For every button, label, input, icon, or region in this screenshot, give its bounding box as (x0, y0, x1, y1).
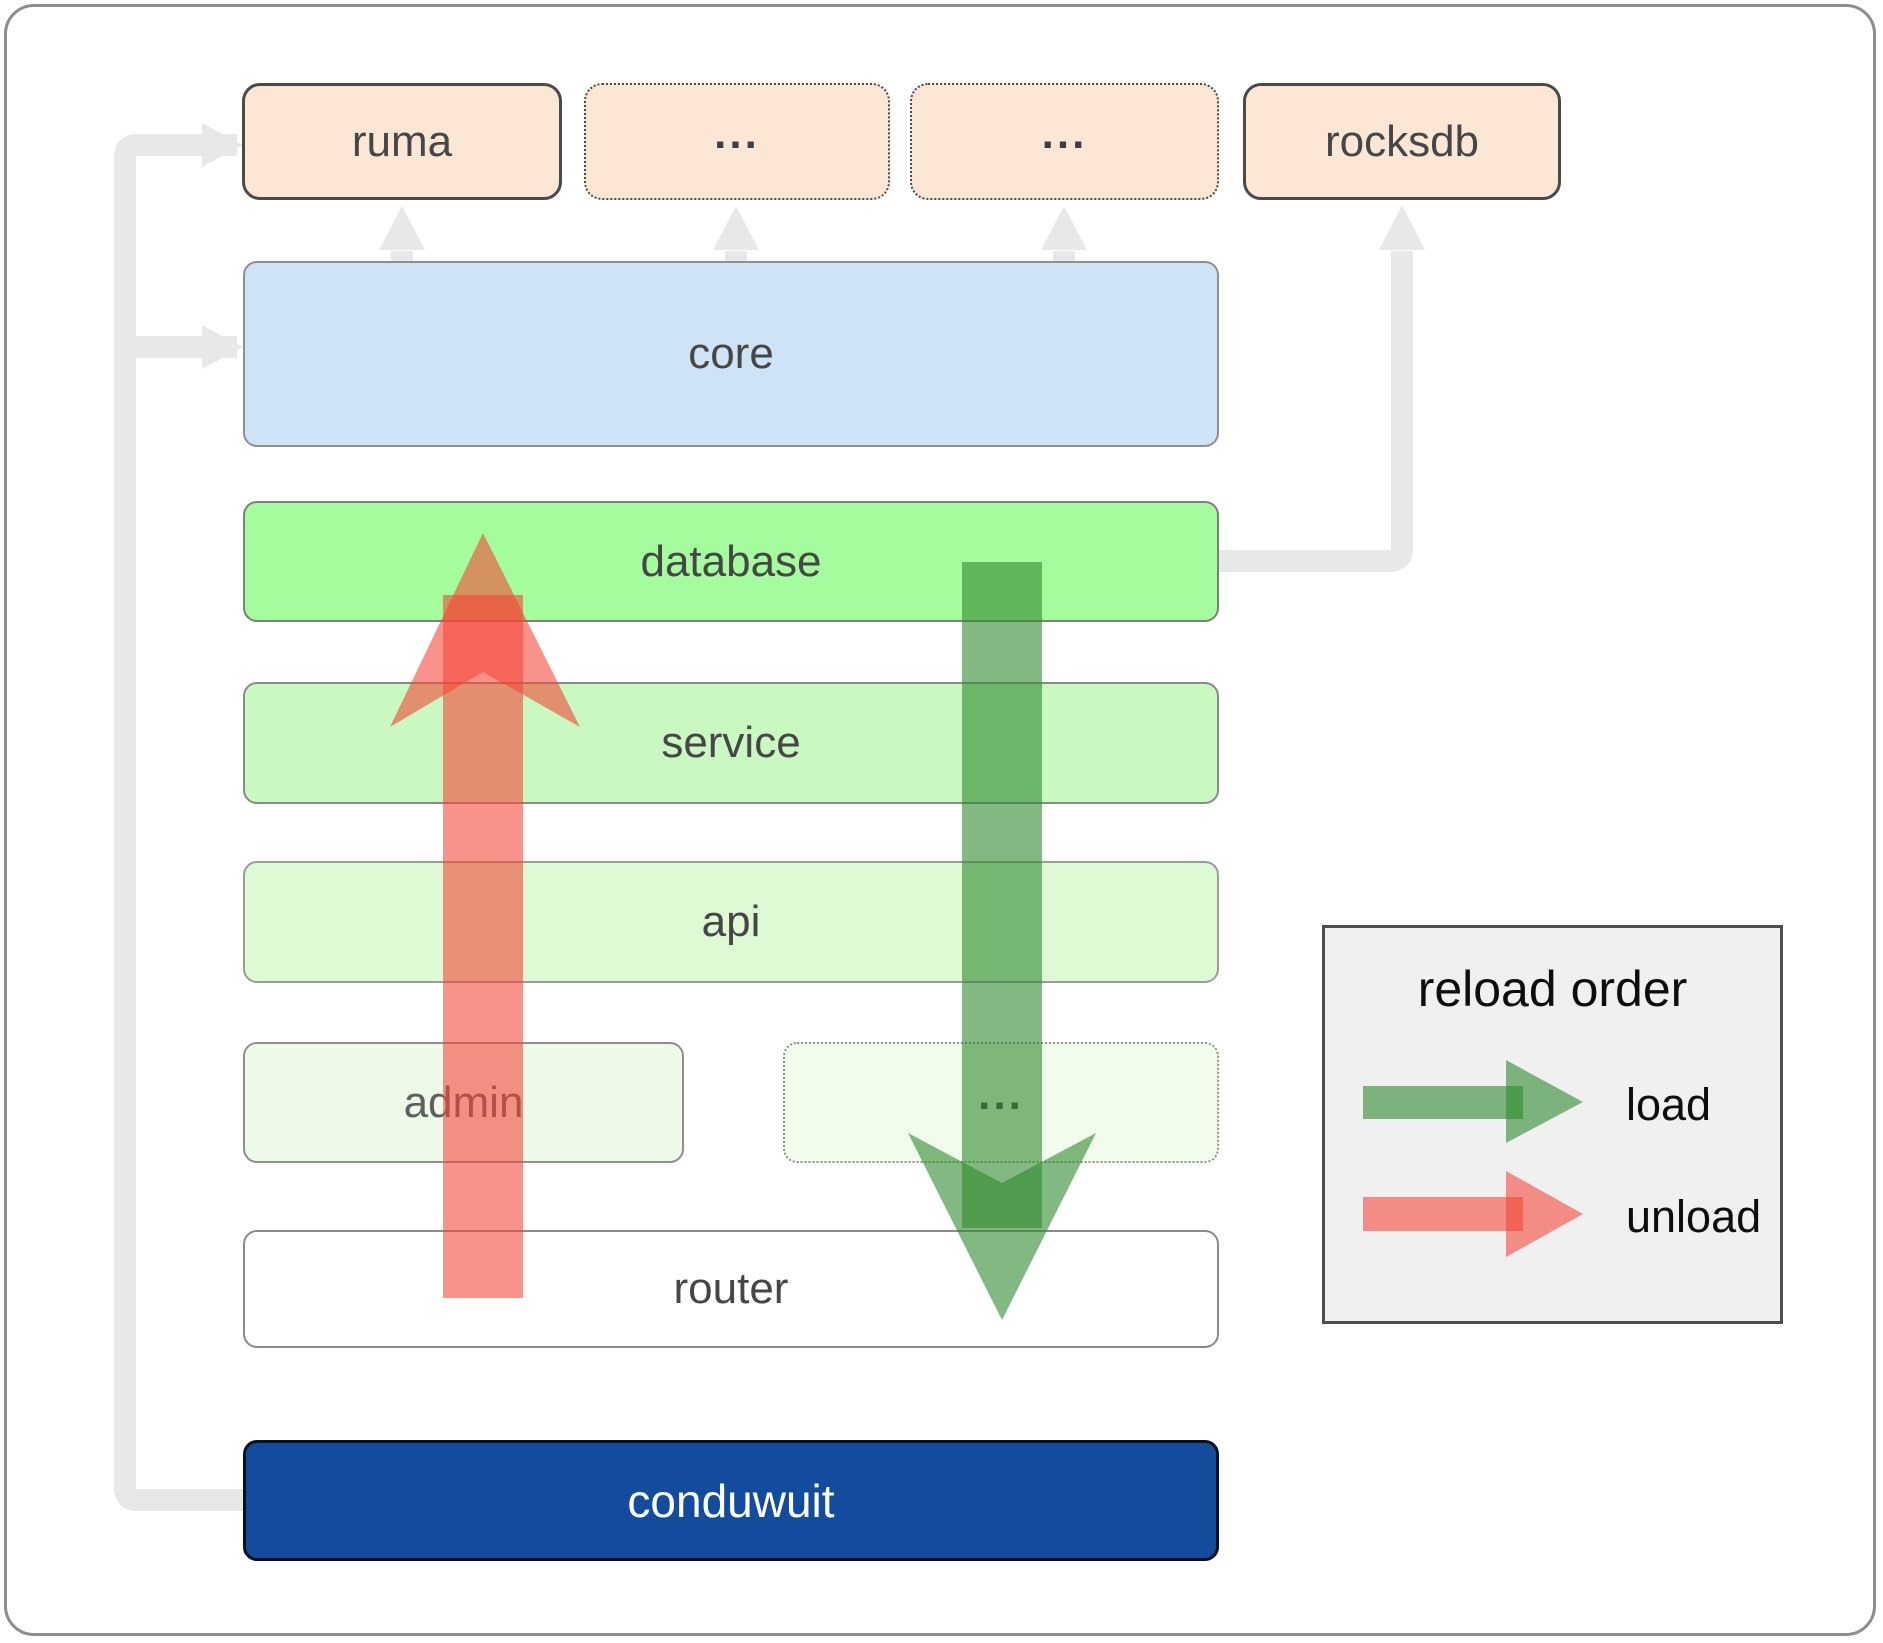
legend-panel: reload order load unload (1322, 925, 1783, 1324)
admin-label: admin (403, 1077, 524, 1127)
service-label: service (661, 718, 801, 767)
outer-frame (4, 4, 1876, 1636)
crate-1-label: ... (714, 108, 760, 158)
admin-more-label: ... (978, 1069, 1024, 1119)
conduwuit-label: conduwuit (627, 1474, 835, 1527)
box-admin-ellipsis: ... (783, 1042, 1219, 1163)
database-label: database (640, 536, 822, 586)
box-conduwuit: conduwuit (243, 1440, 1219, 1561)
legend-unload-label: unload (1626, 1191, 1762, 1242)
ruma-label: ruma (351, 116, 453, 166)
box-rocksdb: rocksdb (1243, 83, 1561, 200)
legend-title: reload order (1417, 961, 1688, 1017)
box-api: api (243, 861, 1219, 983)
rocksdb-label: rocksdb (1324, 116, 1480, 166)
api-label: api (701, 897, 761, 946)
box-crate-ellipsis-1: ... (584, 83, 890, 200)
legend-load-label: load (1626, 1079, 1712, 1130)
crate-2-label: ... (1041, 108, 1088, 158)
box-router: router (243, 1230, 1219, 1348)
router-label: router (673, 1264, 789, 1313)
box-database: database (243, 501, 1219, 622)
box-service: service (243, 682, 1219, 804)
box-admin: admin (243, 1042, 684, 1163)
box-ruma: ruma (242, 83, 562, 200)
box-core: core (243, 261, 1219, 447)
box-crate-ellipsis-2: ... (910, 83, 1219, 200)
core-label: core (688, 329, 774, 378)
